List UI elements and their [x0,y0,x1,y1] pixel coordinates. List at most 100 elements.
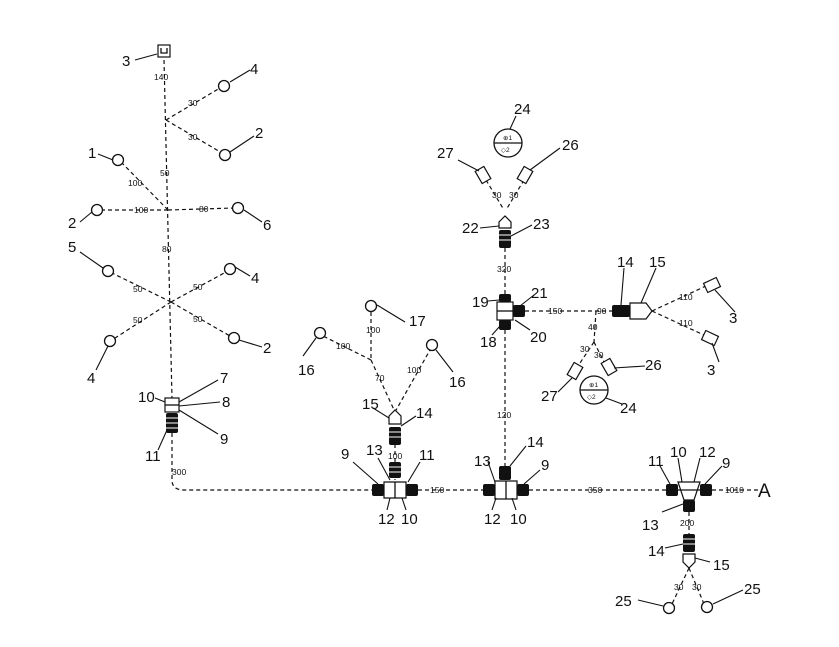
right-junction-block [677,481,701,501]
callout-center-14: 14 [527,434,544,451]
segment-upper-30d: 30 [509,190,519,200]
callout-middle-16b: 16 [449,374,466,391]
callout-upper-15: 15 [649,254,666,271]
middle-seal-11 [406,484,418,496]
right-seal-14 [683,534,695,552]
callout-upper-26a: 26 [562,137,579,154]
segment-left-50d: 50 [133,315,143,325]
segment-left-80a: 80 [199,204,209,214]
upper-plug-3b [700,329,720,347]
left-terminal-2c [227,331,241,345]
center-junction [483,445,666,511]
upper-center-branch: ⊕1 ◇2 ⊕1 ◇2 [457,115,736,470]
callout-upper-22: 22 [462,220,479,237]
segment-left-30b: 30 [188,132,198,142]
callout-upper-14: 14 [617,254,634,271]
segment-left-50e: 50 [193,314,203,324]
left-terminal-1 [111,153,125,167]
callout-upper-27b: 27 [541,388,558,405]
endpoint-label-a: A [758,481,771,502]
left-terminal-4c [103,334,117,348]
callout-middle-10: 10 [401,511,418,528]
upper-connector-26b [600,357,618,377]
callout-right-10: 10 [670,444,687,461]
upper-connector-27a [474,165,492,185]
right-seal-13 [683,500,695,512]
callout-right-9: 9 [722,455,730,472]
callout-left-1: 1 [88,145,96,162]
segment-middle-100d: 100 [336,341,350,351]
upper-seal-18 [499,320,511,330]
middle-connector-15 [388,409,402,425]
callout-left-10: 10 [138,389,155,406]
segment-right-1010: 1010 [725,485,744,495]
callout-upper-26b: 26 [645,357,662,374]
segment-upper-110b: 110 [679,318,693,328]
callout-left-4c: 4 [87,370,95,387]
middle-branch [302,299,483,511]
callout-left-7: 7 [220,370,228,387]
segment-middle-150a: 150 [430,485,444,495]
callout-left-9: 9 [220,431,228,448]
segment-right-200: 200 [680,518,694,528]
callout-middle-13: 13 [366,442,383,459]
callout-upper-21: 21 [531,285,548,302]
right-terminal-25b [700,600,714,614]
segment-upper-320: 320 [497,264,511,274]
callout-left-11: 11 [145,448,161,465]
callout-left-3: 3 [122,53,130,70]
segment-left-140: 140 [154,72,168,82]
segment-middle-100e: 100 [407,365,421,375]
segment-left-30a: 30 [188,98,198,108]
left-terminal-2b [90,203,104,217]
upper-seal-21 [513,305,525,317]
segment-right-30g: 30 [674,582,684,592]
segment-upper-30f: 30 [594,350,604,360]
middle-seal-13 [389,462,401,478]
callout-left-2c: 2 [263,340,271,357]
callout-right-13: 13 [642,517,659,534]
right-terminal-25a [662,601,676,615]
meter-top-b: ⊕1 [589,382,598,389]
center-seal-12 [483,484,495,496]
segment-upper-90: 90 [597,306,607,316]
callout-middle-12: 12 [378,511,395,528]
segment-left-300: 300 [172,467,186,477]
left-terminal-4b [223,262,237,276]
left-terminal-5 [101,264,115,278]
segment-left-50c: 50 [193,282,203,292]
callout-left-2b: 2 [68,215,76,232]
callout-center-12: 12 [484,511,501,528]
segment-middle-100c: 100 [366,325,380,335]
middle-seal-14 [389,427,401,445]
upper-connector-26a [516,165,534,185]
segment-upper-120: 120 [497,410,511,420]
callout-left-2a: 2 [255,125,263,142]
segment-middle-70: 70 [375,373,385,383]
callout-left-8: 8 [222,394,230,411]
callout-right-12: 12 [699,444,716,461]
callout-left-6: 6 [263,217,271,234]
upper-connector-15 [629,302,653,320]
middle-terminal-16a [313,326,327,340]
center-seal-9 [517,484,529,496]
segment-left-50b: 50 [133,284,143,294]
right-branch [637,457,758,615]
segment-center-350: 350 [588,485,602,495]
segment-left-100a: 100 [128,178,142,188]
upper-connector-22 [498,215,512,229]
segment-upper-110a: 110 [679,292,693,302]
callout-upper-27a: 27 [437,145,454,162]
meter-top-a: ⊕1 [503,135,512,142]
left-branch [79,44,372,491]
upper-plug-3a [702,276,722,294]
callout-upper-19: 19 [472,294,489,311]
left-terminal-4a [217,79,231,93]
callout-middle-16a: 16 [298,362,315,379]
callout-upper-23: 23 [533,216,550,233]
callout-upper-18: 18 [480,334,497,351]
segment-upper-40: 40 [588,322,598,332]
segment-right-30h: 30 [692,582,702,592]
